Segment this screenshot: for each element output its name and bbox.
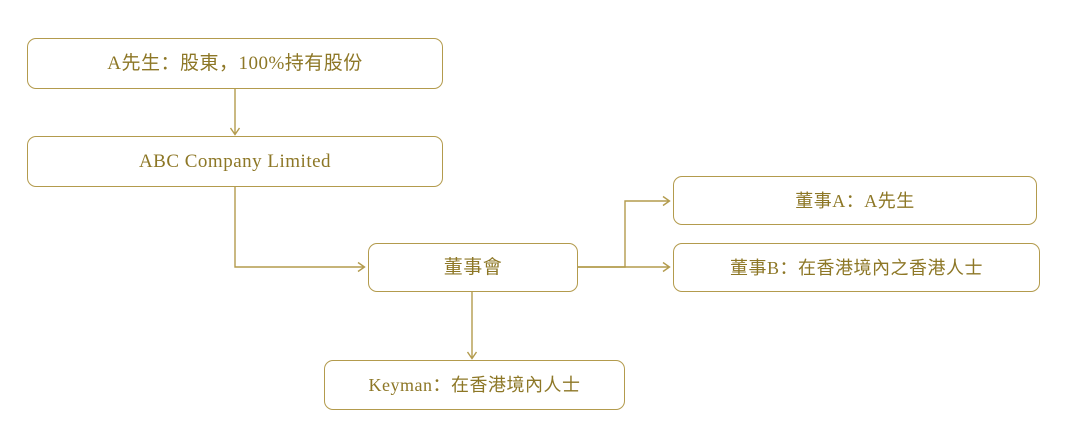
node-keyman: Keyman：在香港境內人士 (324, 360, 625, 410)
edge-board-to-keyman (466, 292, 478, 360)
node-keyman-label: Keyman：在香港境內人士 (368, 375, 581, 395)
edge-company-to-board (234, 187, 366, 273)
node-director-b: 董事B：在香港境內之香港人士 (673, 243, 1040, 292)
node-board: 董事會 (368, 243, 578, 292)
node-shareholder-label: A先生：股東，100%持有股份 (107, 53, 363, 74)
node-company-label: ABC Company Limited (138, 151, 332, 172)
node-board-label: 董事會 (443, 257, 503, 278)
edge-shareholder-to-company (229, 89, 241, 136)
node-director-a-label: 董事A：A先生 (795, 190, 915, 211)
node-company: ABC Company Limited (27, 136, 443, 187)
edge-board-to-director-a (578, 195, 671, 268)
node-shareholder: A先生：股東，100%持有股份 (27, 38, 443, 89)
edge-board-to-director-b (578, 261, 671, 273)
node-director-b-label: 董事B：在香港境內之香港人士 (729, 257, 983, 278)
node-director-a: 董事A：A先生 (673, 176, 1037, 225)
